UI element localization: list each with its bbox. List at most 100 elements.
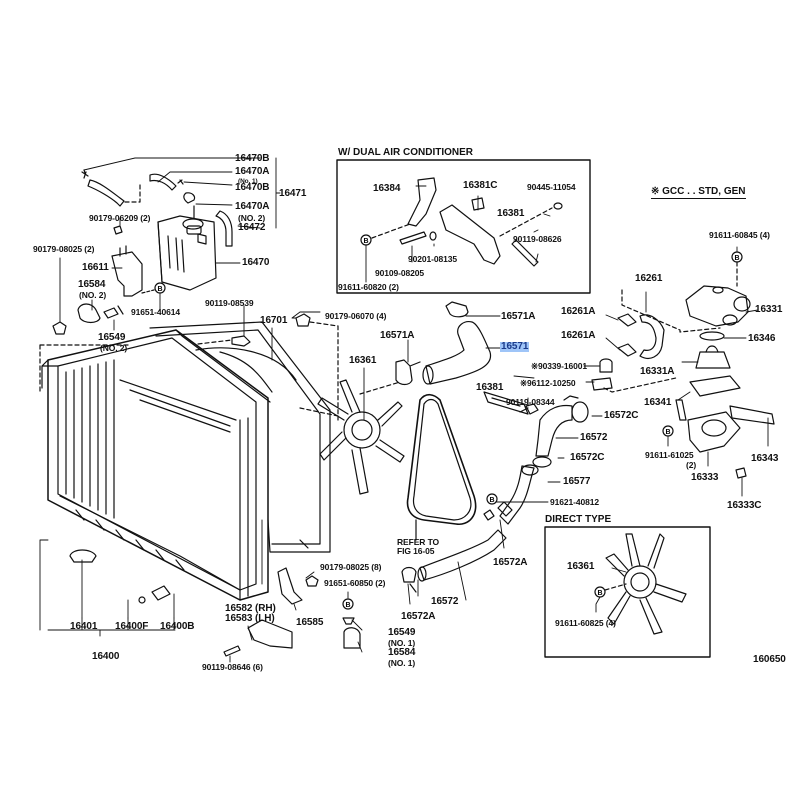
part-label-90109-08205[interactable]: 90109-08205 bbox=[375, 268, 425, 278]
part-label-16470A-no2[interactable]: 16470A bbox=[235, 201, 270, 212]
part-label-90179-06070[interactable]: 90179-06070 (4) bbox=[325, 311, 387, 321]
part-label-16261[interactable]: 16261 bbox=[635, 273, 663, 284]
part-label-16333[interactable]: 16333 bbox=[691, 472, 719, 483]
part-label-16361[interactable]: 16361 bbox=[349, 355, 377, 366]
refer-fig-link[interactable]: FIG 16-05 bbox=[397, 546, 435, 556]
part-label-90339-16001[interactable]: ※90339-16001 bbox=[531, 361, 588, 371]
part-label-91651-40614[interactable]: 91651-40614 bbox=[131, 307, 181, 317]
part-label-16577[interactable]: 16577 bbox=[563, 476, 591, 487]
part-label-91611-61025[interactable]: 91611-61025 bbox=[645, 450, 694, 460]
part-label-16381-inset[interactable]: 16381 bbox=[497, 208, 525, 219]
part-label-91611-60820[interactable]: 91611-60820 (2) bbox=[338, 282, 399, 292]
part-label-16583-lh[interactable]: 16583 (LH) bbox=[225, 613, 275, 624]
part-label-16400B[interactable]: 16400B bbox=[160, 621, 195, 632]
part-label-16346[interactable]: 16346 bbox=[748, 333, 776, 344]
part-label-16572C-a[interactable]: 16572C bbox=[604, 410, 639, 421]
bolt-90119-08626-icon bbox=[511, 239, 539, 267]
part-label-90119-08626[interactable]: 90119-08626 bbox=[513, 234, 562, 244]
part-label-16261A-a[interactable]: 16261A bbox=[561, 306, 596, 317]
part-label-16331A[interactable]: 16331A bbox=[640, 366, 675, 377]
part-label-90179-08025-2[interactable]: 90179-08025 (2) bbox=[33, 244, 95, 254]
part-label-16401[interactable]: 16401 bbox=[70, 621, 98, 632]
bolt-marker-b-icon bbox=[360, 234, 372, 246]
part-label-16701[interactable]: 16701 bbox=[260, 315, 288, 326]
bolt-16549-no2-icon bbox=[103, 305, 124, 319]
part-label-16361-direct[interactable]: 16361 bbox=[567, 561, 595, 572]
part-label-16611[interactable]: 16611 bbox=[82, 262, 109, 273]
part-label-16470A-no2-sub: (NO. 2) bbox=[238, 213, 266, 223]
part-label-16470A-no1[interactable]: 16470A bbox=[235, 166, 270, 177]
hose-16572-upper bbox=[532, 395, 589, 468]
bracket-16584-no2-icon bbox=[77, 303, 101, 324]
part-label-90119-08646[interactable]: 90119-08646 (6) bbox=[202, 662, 263, 672]
bolt-marker-b-icon bbox=[594, 586, 606, 598]
bolt-16549-no1-icon bbox=[342, 617, 355, 625]
part-label-16381[interactable]: 16381 bbox=[476, 382, 504, 393]
part-label-16549-no2-sub: (NO. 2) bbox=[100, 343, 128, 353]
clamp-16572a-upper-icon bbox=[483, 509, 495, 521]
coolant-reservoir-tank bbox=[157, 215, 217, 291]
gcc-std-gen-note: ※ GCC . . STD, GEN bbox=[651, 186, 746, 199]
part-label-16582-rh[interactable]: 16582 (RH) bbox=[225, 603, 276, 614]
part-label-90201-08135[interactable]: 90201-08135 bbox=[408, 254, 458, 264]
part-label-16572-b[interactable]: 16572 bbox=[431, 596, 459, 607]
cooling-fan-16361 bbox=[317, 379, 405, 495]
part-label-16470[interactable]: 16470 bbox=[242, 257, 270, 268]
clip-16381c-icon bbox=[471, 197, 485, 211]
part-label-90119-08344[interactable]: 90119-08344 bbox=[506, 397, 555, 407]
part-label-16331[interactable]: 16331 bbox=[755, 304, 783, 315]
part-label-16384[interactable]: 16384 bbox=[373, 183, 401, 194]
bracket-16585 bbox=[277, 567, 303, 605]
part-label-91611-60825[interactable]: 91611-60825 (4) bbox=[555, 618, 616, 628]
part-label-16343[interactable]: 16343 bbox=[751, 453, 779, 464]
part-label-91651-60850[interactable]: 91651-60850 (2) bbox=[324, 578, 386, 588]
part-label-16571A-top[interactable]: 16571A bbox=[501, 311, 536, 322]
part-label-16333C[interactable]: 16333C bbox=[727, 500, 762, 511]
clamp-16571a-top-icon bbox=[445, 301, 469, 318]
direct-type-fan-16361 bbox=[605, 533, 687, 635]
part-label-16549-no2[interactable]: 16549 bbox=[98, 332, 126, 343]
part-label-16572A-a[interactable]: 16572A bbox=[493, 557, 528, 568]
part-label-90119-08539[interactable]: 90119-08539 bbox=[205, 298, 254, 308]
part-label-16571A[interactable]: 16571A bbox=[380, 330, 415, 341]
direct-type-inset-frame bbox=[544, 526, 711, 658]
part-label-16571-highlighted[interactable]: 16571 bbox=[500, 341, 530, 352]
part-label-16584-no2-sub: (NO. 2) bbox=[79, 290, 107, 300]
part-label-91611-60845[interactable]: 91611-60845 (4) bbox=[709, 230, 770, 240]
clamp-16571a-icon bbox=[395, 359, 421, 386]
part-label-16470B[interactable]: 16470B bbox=[235, 153, 270, 164]
part-label-16549-no1[interactable]: 16549 bbox=[388, 627, 416, 638]
part-label-90445-11054[interactable]: 90445-11054 bbox=[527, 182, 576, 192]
radiator-cap-16401 bbox=[69, 549, 97, 563]
bolt-marker-b-icon bbox=[731, 251, 743, 263]
part-label-90179-06209[interactable]: 90179-06209 (2) bbox=[89, 213, 151, 223]
part-label-16261A-b[interactable]: 16261A bbox=[561, 330, 596, 341]
part-label-16472[interactable]: 16472 bbox=[238, 222, 266, 233]
part-label-16584-no1[interactable]: 16584 bbox=[388, 647, 416, 658]
bracket-16584-no1-icon bbox=[343, 627, 361, 649]
part-label-16572C-b[interactable]: 16572C bbox=[570, 452, 605, 463]
part-label-16585[interactable]: 16585 bbox=[296, 617, 324, 628]
bolt-90119-08344-icon bbox=[519, 403, 539, 415]
part-label-16584-no2[interactable]: 16584 bbox=[78, 279, 106, 290]
part-label-16572-a[interactable]: 16572 bbox=[580, 432, 608, 443]
part-label-16471[interactable]: 16471 bbox=[279, 188, 307, 199]
part-label-16381C[interactable]: 16381C bbox=[463, 180, 498, 191]
part-label-91621-40812[interactable]: 91621-40812 bbox=[550, 497, 600, 507]
nut-90179-08025-icon bbox=[52, 321, 67, 335]
part-label-16400F[interactable]: 16400F bbox=[115, 621, 149, 632]
part-label-16470B-2[interactable]: 16470B bbox=[235, 182, 270, 193]
gasket-16341 bbox=[689, 375, 741, 397]
part-label-16549-no1-sub: (NO. 1) bbox=[388, 638, 416, 648]
radiator-assembly bbox=[41, 329, 271, 601]
part-label-96112-10250[interactable]: ※96112-10250 bbox=[520, 378, 576, 388]
water-outlet-16331 bbox=[685, 285, 751, 327]
part-label-16341[interactable]: 16341 bbox=[644, 397, 672, 408]
part-label-90179-08025-8[interactable]: 90179-08025 (8) bbox=[320, 562, 382, 572]
part-label-16572A-b[interactable]: 16572A bbox=[401, 611, 436, 622]
part-label-16400[interactable]: 16400 bbox=[92, 651, 120, 662]
pipe-16577 bbox=[497, 464, 539, 525]
bolt-90109-08205-icon bbox=[399, 231, 427, 245]
part-label-16470A-no1-sub: (No. 1) bbox=[238, 178, 258, 185]
